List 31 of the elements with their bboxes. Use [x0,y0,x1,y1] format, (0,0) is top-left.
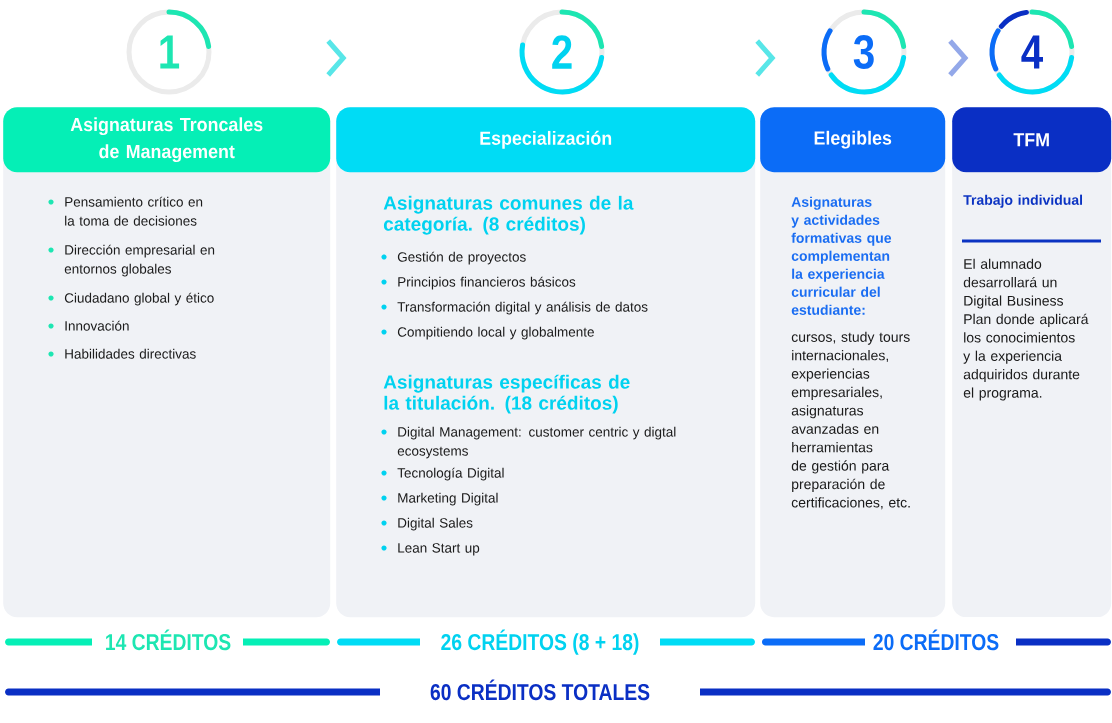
credit-label: 20 CRÉDITOS [873,629,999,651]
credit-label: 26 CRÉDITOS (8 + 18) [441,629,639,655]
section-heading: Asignaturas específicas de la titulación. (18 créditos) [383,374,630,414]
section-heading: Asignaturas comunes de la categoría. (8 créditos) [383,195,634,235]
column-header: Especialización [336,107,756,173]
list-item: Dirección empresarial en entornos globales [64,244,215,277]
column-header: Asignaturas Troncales de Management [3,107,331,173]
credit-label: 14 CRÉDITOS [106,629,231,651]
description-text: cursos, study tours internacionales, experiencias empresariales, asignaturas avanzadas en herramientas de gestión para preparación de certificaciones, etc. [791,331,910,510]
list-item: Compitiendo local y globalmente [397,326,594,340]
description-text: El alumnado desarrollará un Digital Business Plan donde aplicará los conocimientos y la experiencia adquiridos durante el programa. [963,258,1089,401]
credit-label: 60 CRÉDITOS TOTALES [430,679,650,701]
list-item: Principios financieros básicos [398,276,576,290]
list-item: Marketing Digital [398,492,498,506]
list-item: Digital Management: customer centric y digtal ecosystems [397,426,676,459]
chevron-arrow [326,39,347,77]
chevron-arrow [948,39,969,77]
list-item: Innovación [65,320,129,331]
list-item: Gestión de proyectos [397,251,526,265]
chevron-arrow [755,39,776,77]
column-header: Elegibles [760,107,946,173]
section-heading: Trabajo individual [963,194,1082,208]
list-item: Pensamiento crítico en la toma de decisiones [65,196,203,226]
list-item: Habilidades directivas [65,348,196,359]
list-item: Tecnología Digital [397,467,504,481]
column-header: TFM [952,107,1112,173]
list-item: Transformación digital y análisis de datos [397,301,648,315]
list-item: Ciudadano global y ético [64,292,214,306]
list-item: Digital Sales [398,517,473,531]
list-item: Lean Start up [398,543,480,556]
section-heading: Asignaturas y actividades formativas que complementan la experiencia curricular del estudiante: [791,196,892,315]
